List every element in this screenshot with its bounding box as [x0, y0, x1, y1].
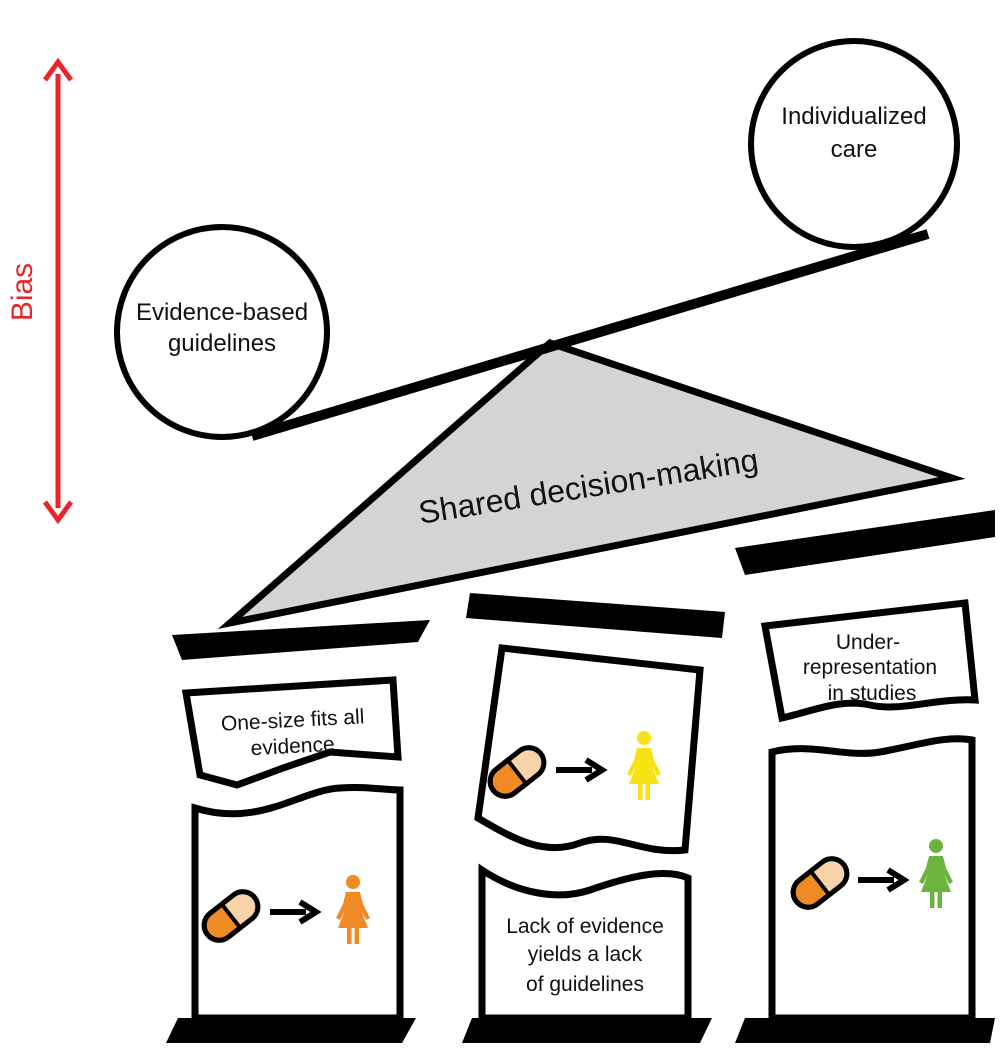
pillar-2-text-line2: yields a lack	[528, 943, 643, 966]
pillar-2-capital	[466, 593, 725, 638]
pillar-3-text-line1: Under-	[836, 631, 900, 654]
pillar-2-lower-block	[478, 863, 692, 1022]
bias-label: Bias	[6, 263, 39, 321]
pillar-3-text-line2: representation	[803, 656, 937, 679]
pillar-lack-of-evidence: Lack of evidence yields a lack of guidel…	[462, 593, 725, 1043]
pillar-1-base	[166, 1018, 416, 1043]
pillar-one-size: One-size fits all evidence	[166, 620, 430, 1043]
pillar-under-representation: Under- representation in studies	[735, 510, 995, 1043]
pillar-3-banner	[760, 599, 979, 723]
bias-arrow	[42, 57, 74, 525]
pillar-1-banner	[181, 676, 402, 789]
fulcrum-triangle	[217, 339, 966, 630]
pillar-2-text-line1: Lack of evidence	[506, 915, 664, 938]
individualized-label-line1: Individualized	[781, 103, 926, 130]
pillar-3-text-line3: in studies	[828, 682, 917, 705]
evidence-label-line2: guidelines	[168, 330, 276, 357]
evidence-label-line1: Evidence-based	[136, 299, 308, 326]
evidence-circle	[114, 224, 330, 440]
pillar-2-text-line3: of guidelines	[526, 973, 644, 996]
seesaw-beam	[250, 229, 930, 441]
pillar-1-shaft	[191, 783, 404, 1022]
individualized-circle	[748, 38, 960, 250]
individualized-label-line2: care	[831, 136, 878, 163]
pillar-1-text-line2: evidence	[250, 733, 335, 760]
pillar-2-base	[462, 1018, 712, 1043]
pillar-1-capital	[172, 620, 430, 660]
pillar-3-base	[735, 1018, 995, 1043]
pillar-2-upper-block	[474, 644, 704, 855]
pillar-3-capital	[735, 510, 995, 575]
